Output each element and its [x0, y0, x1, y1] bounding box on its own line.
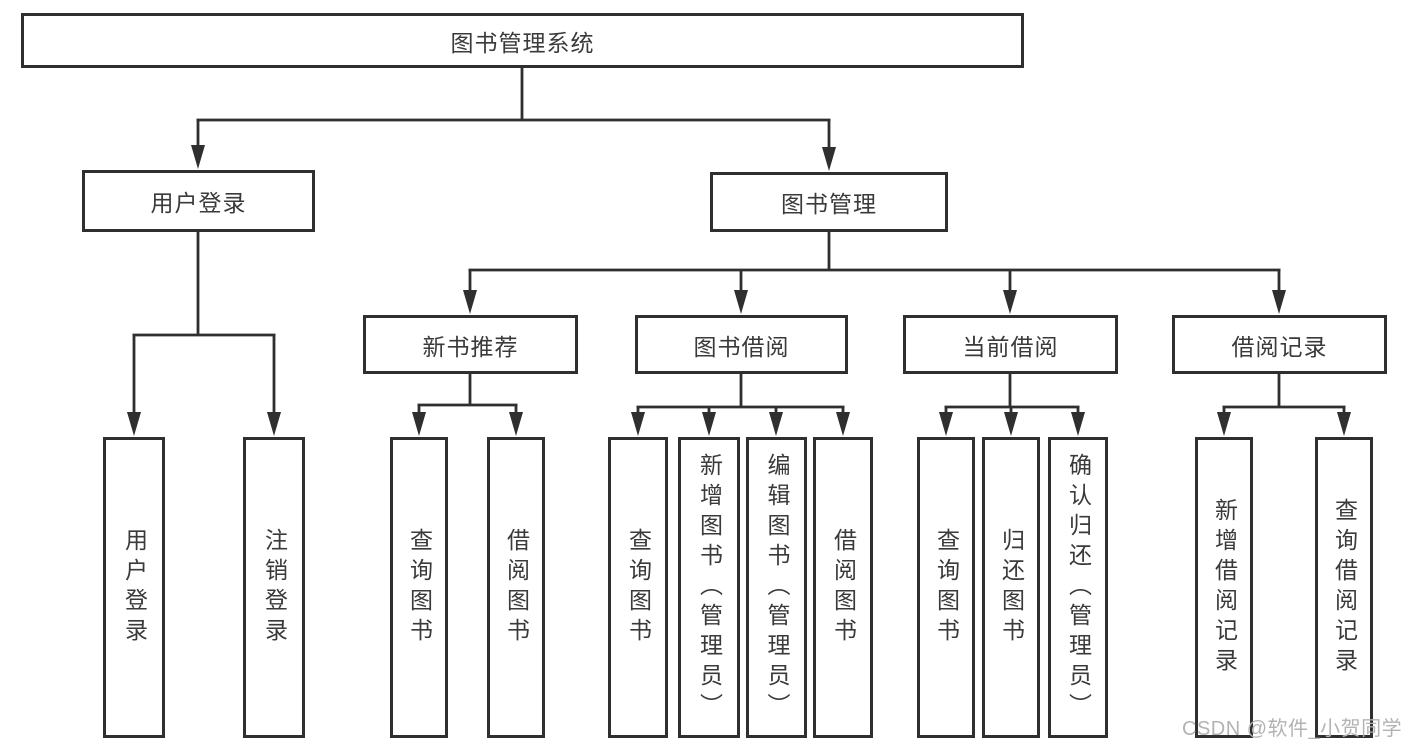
node-leaf-query-books-recommend: 查询图书 [390, 437, 448, 738]
arrowhead-icon [412, 412, 426, 436]
node-leaf-add-books-admin: 新增图书（管理员） [678, 437, 740, 738]
arrowhead-icon [463, 290, 477, 314]
node-leaf-query-borrow-record: 查询借阅记录 [1315, 437, 1373, 738]
node-label: 当前借阅 [962, 333, 1059, 360]
arrowhead-icon [509, 412, 523, 436]
node-leaf-edit-books-admin: 编辑图书（管理员） [746, 437, 807, 738]
arrowhead-icon [939, 412, 953, 436]
node-label: 编辑图书（管理员） [764, 452, 790, 723]
node-leaf-query-books-borrowing: 查询图书 [608, 437, 668, 738]
node-current-borrowing: 当前借阅 [903, 315, 1118, 374]
node-label: 查询图书 [933, 527, 960, 648]
edge-root-to-level1 [196, 68, 831, 148]
node-label: 查询图书 [406, 527, 433, 648]
arrowhead-icon [702, 412, 716, 436]
edge-borrowing-records-to-leaves [1222, 374, 1346, 413]
node-new-book-recommend: 新书推荐 [363, 315, 578, 374]
arrowhead-icon [1272, 290, 1286, 314]
arrowheads [127, 145, 1351, 436]
node-label: 借阅记录 [1231, 333, 1328, 360]
csdn-watermark: CSDN @软件_小贺同学 [1182, 718, 1403, 740]
node-borrowing-records: 借阅记录 [1172, 315, 1387, 374]
node-library-system: 图书管理系统 [21, 13, 1024, 68]
node-book-borrowing: 图书借阅 [635, 315, 848, 374]
arrowhead-icon [1217, 412, 1231, 436]
node-label: 查询图书 [625, 527, 652, 648]
node-label: 注销登录 [261, 527, 288, 648]
arrowhead-icon [191, 145, 205, 169]
edge-current-borrowing-to-leaves [944, 374, 1080, 413]
arrowhead-icon [734, 290, 748, 314]
node-label: 用户登录 [121, 527, 148, 648]
node-leaf-logout: 注销登录 [243, 437, 305, 738]
node-label: 归还图书 [998, 527, 1025, 648]
node-leaf-borrow-books-borrowing: 借阅图书 [813, 437, 873, 738]
node-label: 确认归还（管理员） [1065, 452, 1092, 723]
node-label: 借阅图书 [503, 527, 530, 648]
arrowhead-icon [1004, 412, 1018, 436]
arrowhead-icon [267, 412, 281, 436]
arrowhead-icon [769, 412, 783, 436]
node-leaf-return-books: 归还图书 [982, 437, 1040, 738]
node-label: 图书管理系统 [450, 29, 595, 56]
edge-new-book-recommend-to-leaves [417, 374, 518, 413]
node-label: 查询借阅记录 [1331, 497, 1358, 678]
node-label: 借阅图书 [830, 527, 857, 648]
node-book-management: 图书管理 [710, 172, 948, 232]
node-label: 用户登录 [150, 190, 247, 216]
node-label: 图书借阅 [693, 333, 790, 360]
node-leaf-borrow-books-recommend: 借阅图书 [487, 437, 545, 738]
node-label: 新增借阅记录 [1211, 497, 1238, 678]
node-leaf-add-borrow-record: 新增借阅记录 [1195, 437, 1253, 738]
node-label: 新书推荐 [422, 333, 519, 360]
arrowhead-icon [836, 412, 850, 436]
arrowhead-icon [631, 412, 645, 436]
arrowhead-icon [1337, 412, 1351, 436]
node-user-login: 用户登录 [82, 170, 315, 232]
arrowhead-icon [1071, 412, 1085, 436]
arrowhead-icon [822, 147, 836, 171]
edge-book-borrowing-to-leaves [636, 374, 845, 413]
edge-user-login-to-leaves [132, 232, 276, 413]
arrowhead-icon [127, 412, 141, 436]
arrowhead-icon [1003, 290, 1017, 314]
node-leaf-confirm-return-admin: 确认归还（管理员） [1048, 437, 1108, 738]
node-leaf-user-login: 用户登录 [103, 437, 165, 738]
node-label: 新增图书（管理员） [696, 452, 723, 723]
edge-book-management-to-level2 [468, 232, 1281, 291]
node-label: 图书管理 [781, 191, 877, 217]
node-leaf-query-books-current: 查询图书 [917, 437, 975, 738]
